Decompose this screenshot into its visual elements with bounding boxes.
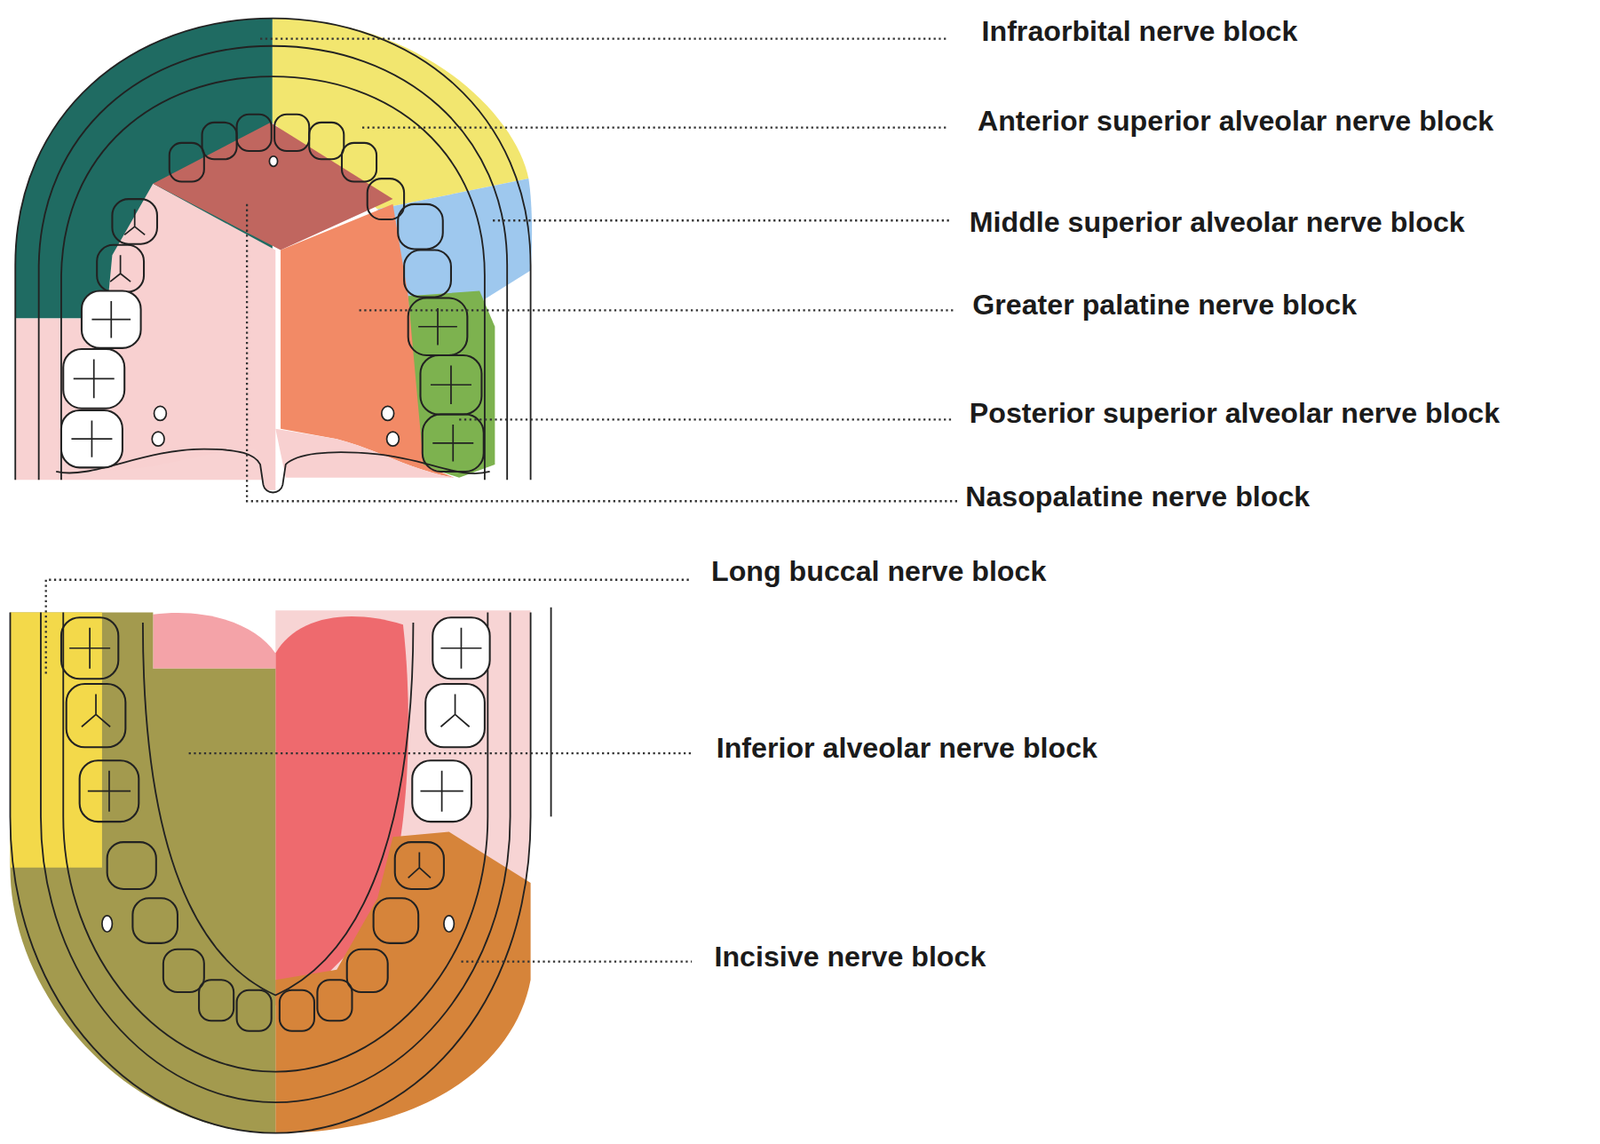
leader-line [260,38,947,40]
arch-line [40,612,511,1103]
nerve-block-label: Long buccal nerve block [711,554,1046,588]
fissure [418,308,458,345]
tooth [107,841,157,889]
tooth [237,990,272,1031]
mental-foramen [443,915,454,932]
nerve-block-label: Inferior alveolar nerve block [716,731,1098,765]
upper-teeth [61,114,484,472]
arch-line [15,18,531,480]
tooth [419,355,482,415]
nerve-block-label: Incisive nerve block [713,941,986,975]
tooth [198,979,234,1021]
tooth [308,122,344,159]
foramen [151,431,165,446]
foramen [381,405,395,420]
tooth [408,298,468,356]
fissure [430,364,472,404]
tooth [79,760,140,822]
fissure [440,693,469,727]
tooth [169,142,205,183]
lower-jaw [9,607,551,1133]
fissure [71,419,112,457]
arch-line [550,607,553,817]
foramina [102,915,454,932]
leader-line [46,579,690,674]
nerve-block-label: Posterior superior alveolar nerve block [969,396,1500,430]
arch-line [61,76,485,480]
fissure [69,627,111,669]
arch-line [63,612,488,1072]
fissure [419,770,463,812]
nerve-block-label: Nasopalatine nerve block [965,480,1310,514]
foramen [387,431,400,446]
tooth [425,683,485,747]
tooth [96,245,144,293]
tooth [373,897,420,943]
lower-teeth [61,617,491,1030]
fissure [440,627,482,669]
long-buccal-region [9,612,102,868]
leader-line [459,418,954,420]
tooth [163,949,205,992]
fissure [91,300,131,338]
fissure [73,359,115,399]
tooth [111,198,158,245]
tooth [132,897,178,943]
tooth [422,414,484,472]
tooth [66,683,127,747]
lingual-line [142,622,414,995]
leader-line [460,959,692,962]
tooth [341,142,377,183]
tongue-tip-left [152,612,276,669]
nasopalatine-region [152,122,393,251]
inferior-alveolar-region [9,612,276,1133]
nerve-block-label: Middle superior alveolar nerve block [969,205,1466,239]
tooth [237,114,272,151]
leader-line [246,204,959,501]
fissure [81,693,111,727]
incisive-papilla [269,156,278,167]
upper-jaw [15,18,532,493]
fissure [87,770,131,812]
incisive-region [275,831,531,1133]
leader-lines [46,39,960,962]
tooth [316,979,352,1021]
tooth [411,760,472,822]
tooth [395,841,444,889]
arch-lines [15,18,531,493]
tooth [279,990,315,1031]
tooth [61,410,123,468]
arch-lines [9,607,551,1133]
leader-line [189,752,693,754]
leader-line [362,126,950,129]
fissure [124,209,145,236]
tooth [397,204,444,250]
fissure [110,254,131,282]
fissure [432,424,474,461]
mental-foramen [102,915,112,932]
tooth [202,122,238,159]
arch-line [9,612,531,1133]
nerve-block-label: Anterior superior alveolar nerve block [977,104,1494,138]
tooth [432,617,490,679]
fissures [71,209,474,462]
tooth [347,949,389,992]
fissure [408,852,431,879]
leader-line [492,219,951,222]
foramina [151,156,399,446]
nerve-block-label: Infraorbital nerve block [982,15,1299,48]
tooth [403,250,452,298]
foramen [154,405,167,420]
tooth [274,114,309,151]
leader-line [359,308,955,311]
tooth [81,291,142,349]
nerve-block-label: Greater palatine nerve block [972,288,1357,322]
tooth [61,617,119,679]
arch-line [39,46,507,480]
tooth [63,348,125,409]
